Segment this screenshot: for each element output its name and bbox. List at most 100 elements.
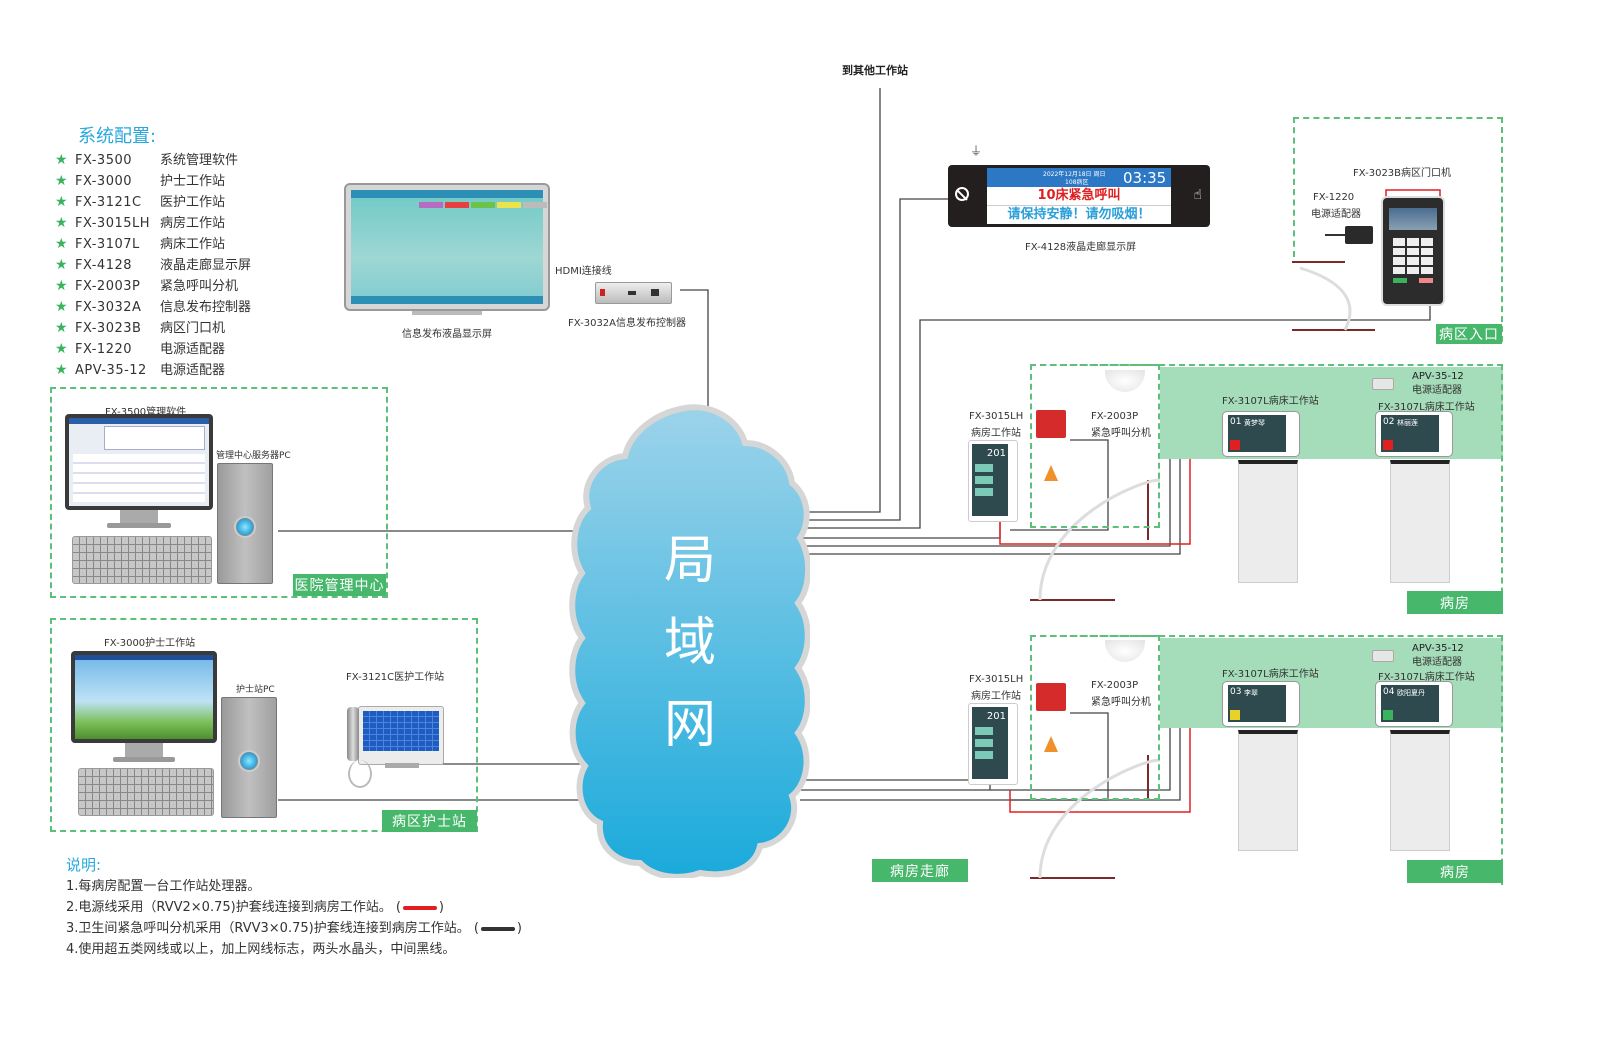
star-icon: ★: [55, 299, 68, 315]
bed2-terminal: 02 林丽莲: [1375, 411, 1453, 457]
cloud-shape: [569, 404, 810, 878]
bathroom2-zone: [1030, 635, 1160, 800]
room2-call-device: [1036, 683, 1066, 711]
door-unit-device: [1381, 196, 1445, 306]
bed1: [1238, 460, 1298, 583]
config-model: FX-3121C: [75, 195, 142, 210]
star-icon: ★: [55, 341, 68, 357]
room1-call-desc: 紧急呼叫分机: [1091, 428, 1151, 439]
power-button-icon: [238, 750, 260, 772]
nurse-station-label: FX-3000护士工作站: [104, 638, 196, 649]
door-swing-room2: [1038, 758, 1161, 879]
sink-icon: [1105, 370, 1145, 392]
black-wire-legend-icon: [480, 926, 515, 931]
room2-station-model: FX-3015LH: [969, 674, 1024, 685]
bed-number: 03: [1230, 687, 1242, 697]
room2-call-model: FX-2003P: [1091, 680, 1139, 691]
info-controller-device: [595, 282, 672, 304]
bed4-label: FX-3107L病床工作站: [1378, 672, 1475, 683]
zone-label-entrance: 病区入口: [1436, 324, 1502, 344]
lan-cloud: [569, 404, 810, 878]
room2-station-desc: 病房工作站: [971, 691, 1021, 702]
wire-other-stations: [800, 88, 881, 513]
config-title: 系统配置:: [78, 126, 157, 147]
cloud-char: 域: [663, 613, 716, 673]
power-button-icon: [234, 516, 256, 538]
room1-call-device: [1036, 410, 1066, 438]
mgmt-monitor-stand: [120, 510, 158, 526]
config-model: FX-2003P: [75, 279, 141, 294]
config-desc: 电源适配器: [160, 342, 226, 357]
medical-station-label: FX-3121C医护工作站: [346, 672, 445, 683]
nurse-monitor-stand: [125, 743, 163, 759]
no-smoking-icon: [955, 187, 969, 201]
note-item: 4.使用超五类网线或以上，加上网线标志，两头水晶头，中间黑线。: [66, 942, 456, 957]
wire-room2-a: [800, 779, 991, 790]
door-unit-label: FX-3023B病区门口机: [1353, 168, 1452, 179]
corridor-display: 2022年12月18日 周日 108病区 03:35 10床紧急呼叫 请保持安静…: [948, 165, 1210, 227]
room2-call-desc: 紧急呼叫分机: [1091, 697, 1151, 708]
room1-adapter-model: APV-35-12: [1412, 371, 1464, 382]
config-model: FX-3032A: [75, 300, 142, 315]
notes: 说明: 1.每病房配置一台工作站处理器。 2.电源线采用（RVV2×0.75)护…: [66, 855, 522, 960]
wire-door-unit: [800, 300, 1431, 529]
cloud-text: 局 域 网: [660, 520, 720, 766]
room1-adapter-device: [1372, 378, 1394, 390]
note-item-power: 2.电源线采用（RVV2×0.75)护套线连接到病房工作站。 (): [66, 900, 444, 915]
config-desc: 液晶走廊显示屏: [160, 258, 252, 273]
note-text: 3.卫生间紧急呼叫分机采用（RVV3×0.75)护套线连接到病房工作站。: [66, 921, 470, 936]
zone-label-room2: 病房: [1407, 860, 1503, 883]
power-plug-icon: ⏚: [970, 144, 983, 158]
sink-icon: [1105, 640, 1145, 662]
bed-number: 04: [1383, 687, 1395, 697]
room1-adapter-desc: 电源适配器: [1412, 385, 1462, 396]
corridor-display-label: FX-4128液晶走廊显示屏: [1025, 242, 1137, 253]
config-model: FX-3107L: [75, 237, 140, 252]
room2-adapter-device: [1372, 650, 1394, 662]
notes-title: 说明:: [66, 856, 102, 874]
display-time: 03:35: [1123, 169, 1167, 187]
room1-call-model: FX-2003P: [1091, 411, 1139, 422]
entrance-zone-left: [1293, 117, 1295, 257]
star-icon: ★: [55, 362, 68, 378]
config-desc: 医护工作站: [160, 195, 226, 210]
bed2: [1390, 460, 1450, 583]
info-display-stand: [412, 311, 482, 315]
room1-station-model: FX-3015LH: [969, 411, 1024, 422]
display-message: 请保持安静！请勿吸烟！: [1007, 207, 1151, 222]
patient-name: 林丽莲: [1397, 419, 1418, 427]
nurse-monitor-base: [113, 757, 175, 762]
info-display-screen: [351, 190, 547, 304]
pull-cord-icon: [1044, 736, 1058, 752]
config-desc: 系统管理软件: [160, 153, 239, 168]
info-controller-label: FX-3032A信息发布控制器: [568, 318, 687, 329]
display-date: 2022年12月18日 周日: [1043, 171, 1106, 178]
mgmt-keyboard: [72, 536, 212, 584]
config-desc: 紧急呼叫分机: [160, 279, 239, 294]
wire-call2: [1010, 712, 1109, 801]
star-icon: ★: [55, 215, 68, 231]
zone-label-corridor: 病房走廊: [872, 859, 968, 882]
note-item-signal: 3.卫生间紧急呼叫分机采用（RVV3×0.75)护套线连接到病房工作站。 (): [66, 921, 522, 936]
bathroom1-zone: [1030, 364, 1160, 528]
bed-number: 02: [1383, 417, 1395, 427]
zone-label-room1: 病房: [1407, 591, 1503, 614]
patient-name: 欧阳夏丹: [1397, 689, 1425, 697]
star-icon: ★: [55, 278, 68, 294]
info-display-monitor: [344, 183, 550, 311]
pull-cord-icon: [1044, 465, 1058, 481]
room2-station-device: 201: [968, 703, 1018, 785]
bed4-terminal: 04 欧阳夏丹: [1375, 681, 1453, 727]
mgmt-software-label: FX-3500管理软件: [105, 407, 187, 418]
bed3: [1238, 730, 1298, 851]
config-model: FX-3023B: [75, 321, 142, 336]
bed2-label: FX-3107L病床工作站: [1378, 402, 1475, 413]
entrance-adapter-desc: 电源适配器: [1311, 209, 1361, 220]
